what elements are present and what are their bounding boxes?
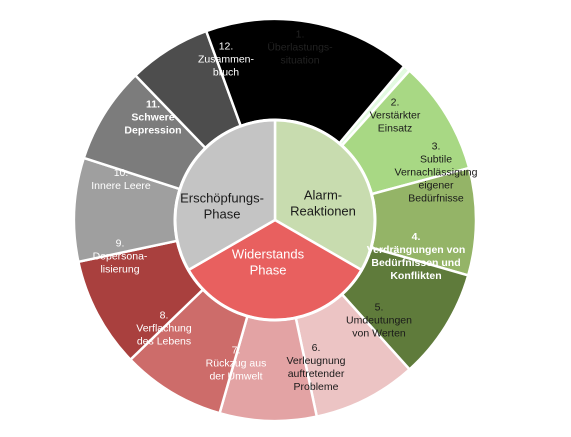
seg-4-label-line: Bedürfnissen und bbox=[371, 257, 460, 269]
seg-1-label: 1.Überlastungs-situation bbox=[267, 29, 333, 67]
phase-erschoepfung-label-line: Phase bbox=[204, 207, 241, 222]
seg-6-label-line: Verleugnung bbox=[287, 355, 346, 367]
outer-ring bbox=[72, 17, 478, 423]
seg-11-label-line: Depression bbox=[124, 125, 181, 137]
phase-widerstand-label-line: Phase bbox=[250, 263, 287, 278]
seg-6-label-line: 6. bbox=[312, 342, 321, 354]
seg-2-label-line: Verstärkter bbox=[370, 110, 421, 122]
seg-1-label-line: Überlastungs- bbox=[267, 42, 333, 54]
seg-12-label-line: bruch bbox=[213, 67, 239, 79]
seg-4-label-line: Konflikten bbox=[390, 270, 441, 282]
phase-alarm-label-line: Alarm- bbox=[304, 188, 342, 203]
seg-9-label: 9.Depersona-lisierung bbox=[93, 238, 148, 276]
seg-12-label-line: Zusammen- bbox=[198, 54, 255, 66]
seg-12-label: 12.Zusammen-bruch bbox=[198, 41, 255, 79]
seg-3-label-line: Bedürfnisse bbox=[408, 193, 464, 205]
seg-5-label-line: 5. bbox=[375, 302, 384, 314]
phase-widerstand-label-line: Widerstands bbox=[232, 247, 305, 262]
seg-1-label-line: situation bbox=[280, 55, 319, 67]
seg-6-label-line: auftretender bbox=[288, 368, 345, 380]
seg-7-label-line: Rückzug aus bbox=[206, 358, 267, 370]
seg-8-label-line: des Lebens bbox=[137, 336, 191, 348]
seg-3-label-line: 3. bbox=[432, 141, 441, 153]
seg-10-label: 10.Innere Leere bbox=[91, 167, 151, 192]
seg-7-label-line: 7. bbox=[232, 345, 241, 357]
phase-erschoepfung-label-line: Erschöpfungs- bbox=[180, 191, 264, 206]
seg-3-label-line: Vernachlässigung bbox=[395, 167, 478, 179]
inner-circle bbox=[173, 118, 377, 322]
seg-9-label-line: 9. bbox=[116, 238, 125, 250]
seg-5-label-line: von Werten bbox=[352, 328, 406, 340]
phase-erschoepfung-label: Erschöpfungs-Phase bbox=[180, 191, 264, 222]
seg-2-label-line: Einsatz bbox=[378, 123, 412, 135]
phase-alarm-label-line: Reaktionen bbox=[290, 204, 356, 219]
seg-1-label-line: 1. bbox=[296, 29, 305, 41]
seg-3-label-line: eigener bbox=[418, 180, 454, 192]
seg-9-label-line: Depersona- bbox=[93, 251, 148, 263]
phase-alarm-label: Alarm-Reaktionen bbox=[290, 188, 356, 219]
seg-5-label-line: Umdeutungen bbox=[346, 315, 412, 327]
seg-7-label-line: der Umwelt bbox=[209, 371, 262, 383]
seg-9-label-line: lisierung bbox=[100, 264, 139, 276]
seg-3-label-line: Subtile bbox=[420, 154, 452, 166]
seg-11-label-line: 11. bbox=[146, 99, 160, 111]
seg-10-label-line: Innere Leere bbox=[91, 180, 151, 192]
seg-10-label-line: 10. bbox=[114, 167, 129, 179]
seg-12-label-line: 12. bbox=[219, 41, 234, 53]
inner-circle-rim bbox=[173, 118, 377, 322]
seg-4-label-line: Verdrängungen von bbox=[367, 244, 466, 256]
seg-8-label-line: Verflachung bbox=[136, 323, 192, 335]
seg-8-label-line: 8. bbox=[160, 310, 169, 322]
seg-11-label-line: Schwere bbox=[131, 112, 174, 124]
seg-4-label-line: 4. bbox=[412, 231, 421, 243]
seg-2-label-line: 2. bbox=[391, 97, 400, 109]
seg-6-label-line: Probleme bbox=[294, 381, 339, 393]
